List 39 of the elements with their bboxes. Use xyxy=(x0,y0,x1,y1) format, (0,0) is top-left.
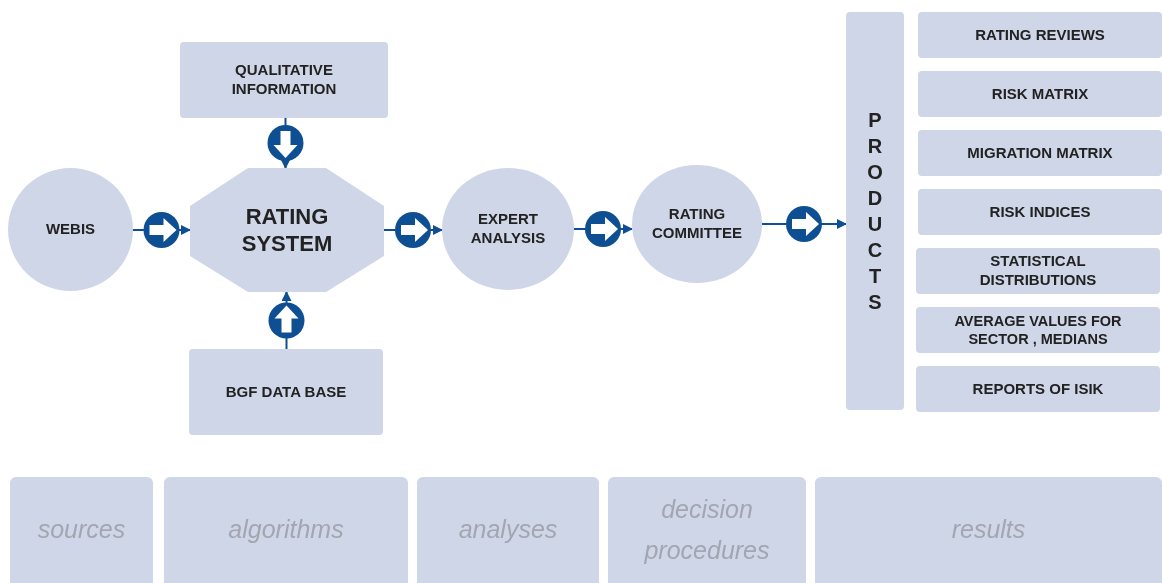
arrow-badge xyxy=(132,212,191,248)
process-box xyxy=(180,42,388,118)
stage-band xyxy=(815,477,1162,583)
process-box xyxy=(918,12,1162,58)
process-box xyxy=(918,189,1162,235)
node-label: RATING SYSTEM xyxy=(240,202,334,258)
stage-band xyxy=(164,477,408,583)
node-label: RISK MATRIX xyxy=(991,84,1089,104)
node-label: RATING REVIEWS xyxy=(975,25,1105,45)
node-label: STATISTICAL DISTRIBUTIONS xyxy=(978,252,1098,290)
node-label: REPORTS OF ISIK xyxy=(972,379,1104,399)
stage-label: algorithms xyxy=(228,514,344,546)
stage-band xyxy=(10,477,153,583)
node-label: RISK INDICES xyxy=(989,202,1091,222)
process-box xyxy=(916,366,1160,412)
process-box xyxy=(189,349,383,435)
node-label: PRODUCTS xyxy=(866,108,884,315)
process-box xyxy=(918,71,1162,117)
node-label: MIGRATION MATRIX xyxy=(967,143,1113,163)
node-label: QUALITATIVE INFORMATION xyxy=(230,61,338,99)
vertical-bar xyxy=(846,12,904,410)
stage-label: decision procedures xyxy=(643,493,771,566)
stage-label: sources xyxy=(37,514,126,546)
stage-band xyxy=(417,477,599,583)
octagon-node xyxy=(190,168,384,292)
stage-label: results xyxy=(951,514,1026,546)
node-label: RATING COMMITTEE xyxy=(652,205,742,243)
arrow-badge xyxy=(761,206,847,242)
process-box xyxy=(916,248,1160,294)
stage-label: analyses xyxy=(458,514,558,546)
node-label: EXPERT ANALYSIS xyxy=(469,210,547,248)
stage-band xyxy=(608,477,806,583)
arrow-badge xyxy=(383,212,443,248)
node-label: BGF DATA BASE xyxy=(225,382,347,402)
arrow-badge xyxy=(573,211,633,247)
process-box xyxy=(916,307,1160,353)
process-box xyxy=(918,130,1162,176)
node-label: AVERAGE VALUES FOR SECTOR , MEDIANS xyxy=(953,311,1123,349)
node-label: WEBIS xyxy=(45,220,96,239)
